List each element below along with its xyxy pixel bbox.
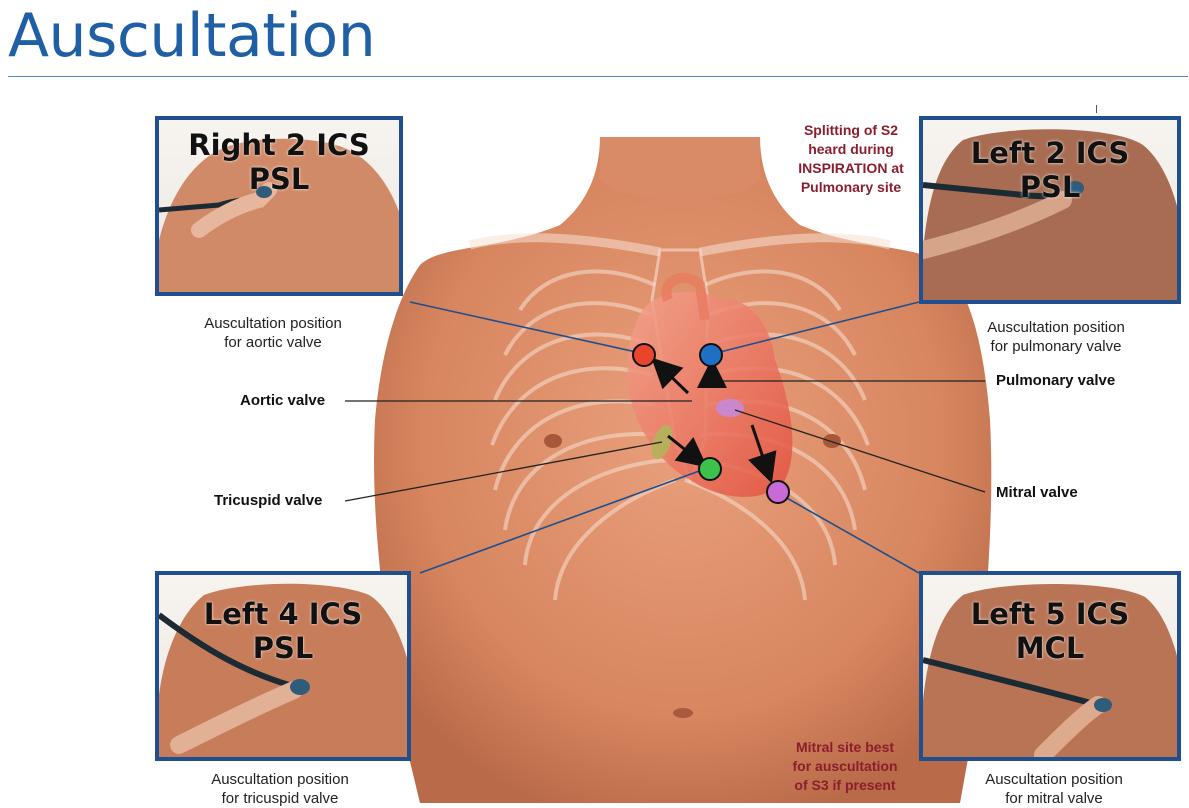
- clavicle-right: [468, 233, 661, 257]
- note-s3-mitral: Mitral site best for auscultation of S3 …: [770, 738, 920, 795]
- title-divider: [8, 76, 1188, 77]
- caption-aortic-line2: for aortic valve: [224, 334, 322, 351]
- note-s2-line1: Splitting of S2: [803, 122, 899, 138]
- inset-mitral: Left 5 ICS MCL: [919, 571, 1181, 761]
- caption-pulmonary-line2: for pulmonary valve: [990, 338, 1122, 355]
- aorta-arch: [661, 272, 710, 321]
- leader-aortic: [409, 301, 637, 353]
- inset-mitral-illustration: [923, 584, 1177, 757]
- caption-mitral-line2: for mitral valve: [1005, 790, 1103, 807]
- arrow-tricuspid: [667, 434, 708, 468]
- caption-aortic: Auscultation position for aortic valve: [153, 314, 393, 352]
- caption-aortic-line1: Auscultation position: [204, 315, 342, 332]
- navel: [673, 708, 693, 718]
- pointer-mitral: [734, 409, 986, 493]
- caption-tricuspid-line2: for tricuspid valve: [221, 790, 339, 807]
- inset-aortic: Right 2 ICS PSL: [155, 116, 403, 296]
- caption-pulmonary: Auscultation position for pulmonary valv…: [936, 318, 1176, 356]
- inset-pulmonary-illustration: [923, 129, 1177, 300]
- label-pulmonary-valve: Pulmonary valve: [996, 372, 1116, 389]
- tricuspid-point-marker: [698, 457, 722, 481]
- inset-aortic-illustration: [159, 138, 399, 292]
- leader-tricuspid: [419, 469, 703, 574]
- inset-aortic-line2: PSL: [248, 162, 310, 196]
- note-s2-line3: INSPIRATION at: [798, 160, 904, 176]
- caption-pulmonary-line1: Auscultation position: [987, 319, 1125, 336]
- inset-mitral-line2: MCL: [1015, 631, 1085, 665]
- inset-tricuspid-illustration: [159, 583, 407, 757]
- note-s3-line3: of S3 if present: [794, 777, 896, 793]
- note-s2-splitting: Splitting of S2 heard during INSPIRATION…: [776, 121, 926, 197]
- label-tricuspid-valve: Tricuspid valve: [214, 492, 323, 509]
- note-s2-line2: heard during: [808, 141, 894, 157]
- aortic-point-marker: [632, 343, 656, 367]
- caption-tricuspid-line1: Auscultation position: [211, 771, 349, 788]
- inset-pulmonary-line1: Left 2 ICS: [970, 136, 1130, 170]
- arrow-mitral: [747, 424, 777, 484]
- note-s3-line1: Mitral site best: [795, 739, 895, 755]
- pulmonary-point-marker: [699, 343, 723, 367]
- note-s2-line4: Pulmonary site: [800, 179, 902, 195]
- neck: [600, 137, 760, 199]
- label-aortic-valve: Aortic valve: [240, 392, 326, 409]
- nipple-right: [544, 434, 562, 448]
- leader-pulmonary: [719, 301, 920, 353]
- caption-mitral-line1: Auscultation position: [985, 771, 1123, 788]
- inset-tricuspid-line2: PSL: [252, 631, 314, 665]
- mitral-point-marker: [766, 480, 790, 504]
- clavicle-left: [699, 233, 892, 257]
- inset-aortic-line1: Right 2 ICS: [188, 128, 370, 162]
- caption-tricuspid: Auscultation position for tricuspid valv…: [160, 770, 400, 808]
- inset-pulmonary: Left 2 ICS PSL: [919, 116, 1181, 304]
- tick-mark: [1096, 105, 1097, 113]
- leader-mitral: [784, 496, 920, 574]
- mitral-valve-shape: [716, 399, 744, 417]
- note-s3-line2: for auscultation: [792, 758, 898, 774]
- nipple-left: [823, 434, 841, 448]
- ribs-right: [490, 269, 676, 601]
- pointer-tricuspid: [344, 441, 663, 502]
- caption-mitral: Auscultation position for mitral valve: [934, 770, 1174, 808]
- page-title: Auscultation: [8, 1, 376, 71]
- inset-tricuspid: Left 4 ICS PSL: [155, 571, 411, 761]
- arrow-aortic: [651, 357, 690, 395]
- inset-pulmonary-line2: PSL: [1019, 170, 1081, 204]
- label-mitral-valve: Mitral valve: [996, 484, 1078, 501]
- inset-tricuspid-line1: Left 4 ICS: [203, 597, 363, 631]
- inset-mitral-line1: Left 5 ICS: [970, 597, 1130, 631]
